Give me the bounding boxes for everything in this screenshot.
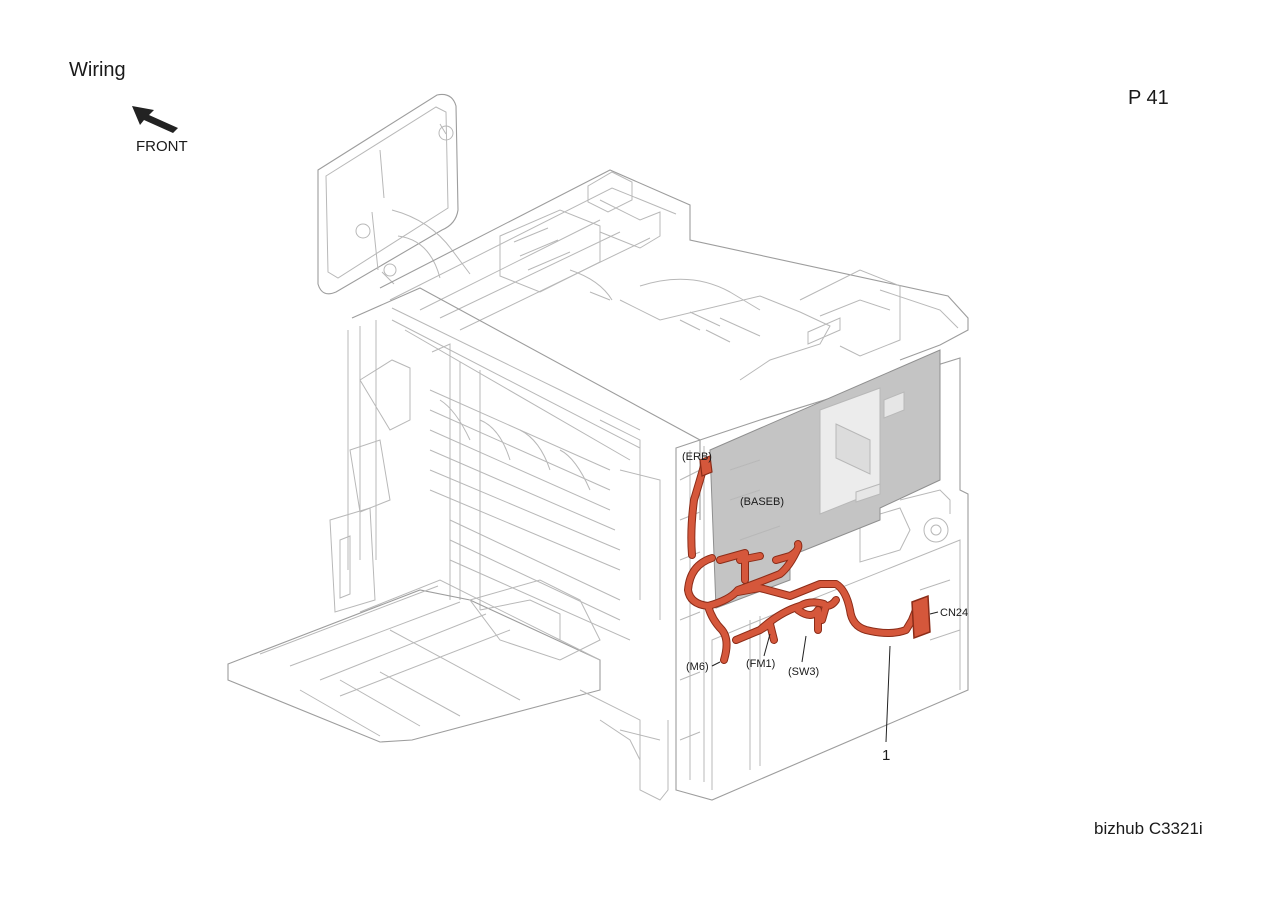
label-cn24: CN24 [940, 607, 968, 619]
front-label: FRONT [136, 138, 188, 155]
label-erb: (ERB) [682, 451, 712, 463]
leader-lines [711, 611, 939, 743]
model-name: bizhub C3321i [1094, 819, 1203, 838]
page-title: Wiring [69, 59, 126, 81]
label-sw3: (SW3) [788, 666, 819, 678]
page-number: P 41 [1128, 87, 1169, 109]
label-part-1: 1 [882, 747, 890, 764]
machine-line-art [227, 93, 969, 801]
wiring-harness [684, 455, 931, 664]
front-arrow-icon [132, 106, 178, 133]
label-baseb: (BASEB) [740, 496, 784, 508]
label-fm1: (FM1) [746, 658, 775, 670]
label-m6: (M6) [686, 661, 709, 673]
cn24-connector [911, 594, 931, 640]
